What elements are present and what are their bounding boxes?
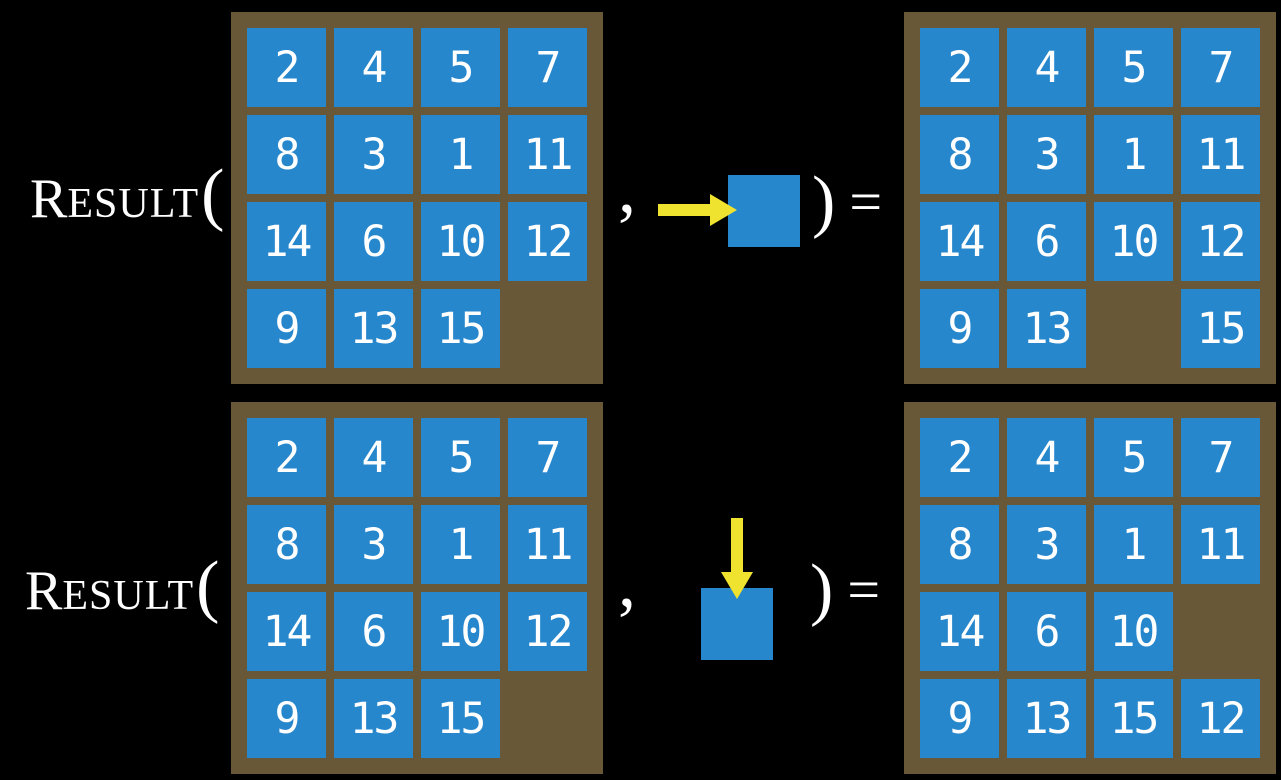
down-arrow-icon [721, 518, 753, 599]
close-paren-equals: ) = [810, 554, 880, 626]
puzzle-tile: 11 [508, 115, 587, 194]
comma: , [618, 148, 636, 228]
close-paren: ) [810, 551, 834, 628]
move-tile [701, 588, 773, 660]
puzzle-tile: 12 [508, 592, 587, 671]
puzzle-tile: 5 [421, 28, 500, 107]
equals-sign: = [849, 169, 883, 234]
open-paren: ( [201, 156, 225, 233]
comma: , [618, 542, 636, 622]
puzzle-tile: 2 [247, 418, 326, 497]
puzzle-tile: 8 [247, 115, 326, 194]
puzzle-tile: 7 [508, 418, 587, 497]
puzzle-tile: 11 [508, 505, 587, 584]
function-name-initial: R [25, 560, 63, 622]
empty-cell [508, 679, 587, 758]
open-paren: ( [196, 548, 220, 625]
puzzle-tile: 3 [1007, 505, 1086, 584]
puzzle-tile: 7 [1181, 28, 1260, 107]
puzzle-tile: 9 [920, 289, 999, 368]
puzzle-tile: 1 [421, 505, 500, 584]
puzzle-tile: 7 [1181, 418, 1260, 497]
empty-cell [508, 289, 587, 368]
puzzle-tile: 4 [1007, 418, 1086, 497]
puzzle-tile: 9 [247, 679, 326, 758]
puzzle-tile: 4 [334, 28, 413, 107]
empty-cell [1181, 592, 1260, 671]
puzzle-tile: 11 [1181, 115, 1260, 194]
puzzle-tile: 10 [421, 202, 500, 281]
puzzle-tile: 13 [334, 679, 413, 758]
puzzle-tile: 15 [421, 289, 500, 368]
puzzle-tile: 7 [508, 28, 587, 107]
puzzle-tile: 13 [1007, 289, 1086, 368]
equals-sign: = [847, 557, 881, 622]
function-name-initial: R [30, 168, 68, 230]
puzzle-tile: 13 [334, 289, 413, 368]
puzzle-tile: 13 [1007, 679, 1086, 758]
puzzle-tile: 14 [920, 592, 999, 671]
puzzle-tile: 15 [1181, 289, 1260, 368]
close-paren: ) [812, 163, 836, 240]
puzzle-tile: 6 [1007, 592, 1086, 671]
puzzle-tile: 14 [247, 202, 326, 281]
move-tile [728, 175, 800, 247]
puzzle-tile: 3 [334, 505, 413, 584]
puzzle-tile: 11 [1181, 505, 1260, 584]
puzzle-tile: 12 [1181, 679, 1260, 758]
close-paren-equals: ) = [812, 166, 882, 238]
puzzle-tile: 5 [1094, 418, 1173, 497]
puzzle-tile: 12 [508, 202, 587, 281]
empty-cell [1094, 289, 1173, 368]
puzzle-tile: 2 [920, 28, 999, 107]
right-arrow-icon [658, 194, 737, 226]
puzzle-tile: 15 [1094, 679, 1173, 758]
puzzle-tile: 14 [920, 202, 999, 281]
function-name-rest: ESULT [67, 181, 200, 227]
puzzle-tile: 5 [421, 418, 500, 497]
puzzle-tile: 9 [247, 289, 326, 368]
function-name-rest: ESULT [62, 573, 195, 619]
puzzle-tile: 10 [1094, 202, 1173, 281]
puzzle-tile: 5 [1094, 28, 1173, 107]
puzzle-tile: 4 [1007, 28, 1086, 107]
puzzle-tile: 4 [334, 418, 413, 497]
puzzle-tile: 10 [1094, 592, 1173, 671]
puzzle-tile: 2 [247, 28, 326, 107]
puzzle-tile: 6 [1007, 202, 1086, 281]
puzzle-tile: 8 [920, 115, 999, 194]
puzzle-tile: 12 [1181, 202, 1260, 281]
puzzle-tile: 8 [247, 505, 326, 584]
puzzle-tile: 3 [334, 115, 413, 194]
puzzle-tile: 8 [920, 505, 999, 584]
puzzle-tile: 10 [421, 592, 500, 671]
puzzle-tile: 15 [421, 679, 500, 758]
puzzle-tile: 3 [1007, 115, 1086, 194]
puzzle-tile: 1 [1094, 505, 1173, 584]
puzzle-tile: 6 [334, 202, 413, 281]
puzzle-tile: 1 [1094, 115, 1173, 194]
puzzle-tile: 6 [334, 592, 413, 671]
puzzle-tile: 9 [920, 679, 999, 758]
puzzle-tile: 2 [920, 418, 999, 497]
puzzle-tile: 14 [247, 592, 326, 671]
puzzle-tile: 1 [421, 115, 500, 194]
